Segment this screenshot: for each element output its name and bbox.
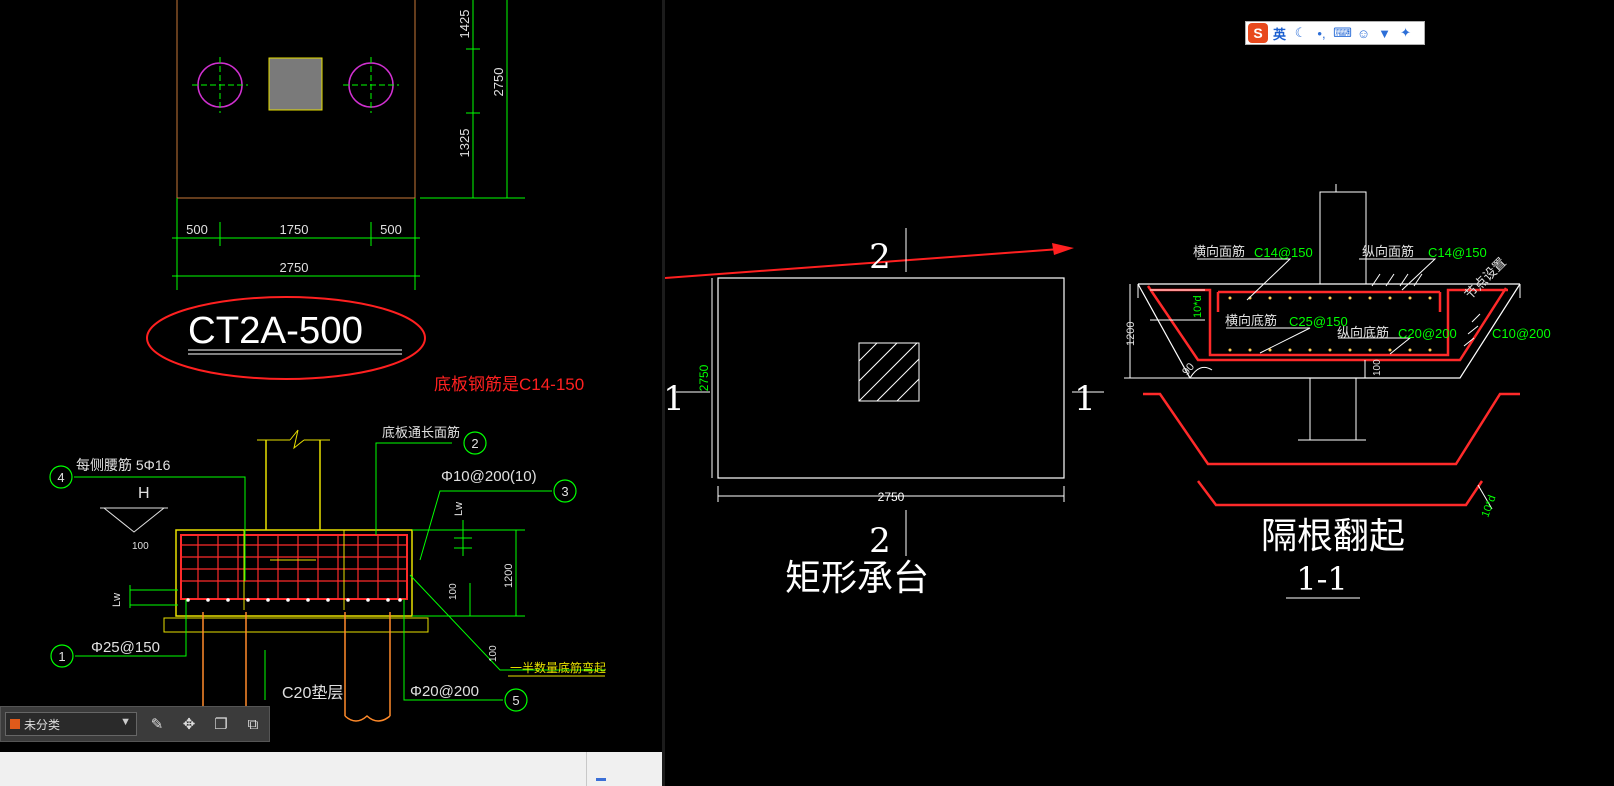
left-cad-canvas[interactable]: 1425 2750 1325 500 1750 500 2750 CT2A-50… (0, 0, 662, 786)
bot-trans-label: 横向底筋 (1225, 313, 1277, 328)
user-icon[interactable]: ☺ (1356, 25, 1371, 41)
section-id: 1-1 (1296, 560, 1348, 598)
dim-1325: 1325 (457, 129, 472, 158)
status-indicator (596, 778, 606, 781)
rebar-note: 底板钢筋是C14-150 (434, 375, 584, 394)
lw-top: Lw (453, 502, 465, 516)
punctuation-icon[interactable]: •, (1317, 25, 1326, 41)
layer-color-swatch (10, 719, 20, 729)
callout-circle-2 (463, 431, 487, 455)
dim-1750: 1750 (280, 222, 309, 237)
bot-long-value: C20@200 (1398, 326, 1457, 341)
dim-100-a: 100 (132, 541, 149, 552)
move-icon[interactable]: ✥ (182, 716, 196, 733)
callout-5-text: Φ20@200 (410, 683, 479, 700)
cut-mark-bottom: 2 (869, 521, 891, 561)
callout-2-number: 2 (471, 436, 478, 451)
lw-left: Lw (111, 593, 123, 607)
status-separator (586, 752, 587, 786)
highlight-ellipse (146, 296, 426, 380)
cut-lines (676, 228, 1104, 556)
callout-3-number: 3 (561, 484, 568, 499)
dim-100-c: 100 (488, 645, 499, 662)
callout-circle-4 (49, 465, 73, 489)
dim-2750-horizontal: 2750 (280, 260, 309, 275)
callout-circle-3 (553, 479, 577, 503)
half-bars-note: 一半数量底筋弯起 (510, 660, 606, 675)
edit-icon[interactable]: ✎ (150, 716, 164, 733)
column-plan (268, 57, 323, 111)
top-long-label: 纵向面筋 (1362, 244, 1414, 259)
right-drawing-viewport[interactable]: 2 2 1 1 2750 2750 矩形承台 (665, 0, 1614, 786)
callout-1-text: Φ25@150 (91, 639, 160, 656)
bot-long-label: 纵向底筋 (1337, 325, 1389, 340)
section-1-1-drawing (1124, 184, 1521, 510)
footing-label: CT2A-500 (188, 310, 363, 352)
keyboard-icon[interactable]: ⌨ (1333, 25, 1352, 40)
bot-trans-value: C25@150 (1289, 314, 1348, 329)
dim-100-b: 100 (448, 583, 459, 600)
pile-right (343, 57, 399, 113)
cut-mark-left: 1 (665, 379, 685, 419)
dim-2750-width: 2750 (878, 490, 905, 504)
moon-icon[interactable]: ☾ (1294, 25, 1307, 40)
arrow-shaft-right (665, 248, 1061, 279)
callout-5-number: 5 (512, 693, 519, 708)
angle-90: 90 (1180, 361, 1197, 378)
wrench-icon[interactable]: ✦ (1400, 25, 1411, 40)
left-drawing-viewport[interactable]: 1425 2750 1325 500 1750 500 2750 CT2A-50… (0, 0, 662, 786)
sogou-logo-icon[interactable]: S (1248, 23, 1268, 43)
callout-2-text: 底板通长面筋 (382, 425, 460, 440)
layer-name: 未分类 (24, 717, 61, 732)
cut-mark-top: 2 (869, 237, 891, 277)
dim-1425: 1425 (457, 10, 472, 39)
pile-left (192, 57, 248, 113)
dim-100-section: 100 (1372, 359, 1383, 376)
cut-mark-right: 1 (1074, 379, 1096, 419)
dim-500-left: 500 (186, 222, 208, 237)
dim-500-right: 500 (380, 222, 402, 237)
callout-3-text: Φ10@200(10) (441, 468, 537, 485)
dim-2750-vertical: 2750 (491, 68, 506, 97)
ime-language-toggle[interactable]: 英 (1273, 26, 1287, 42)
elevation-h: H (138, 485, 150, 502)
dim-1200-section: 1200 (1125, 322, 1137, 346)
section-caption: 隔根翻起 (1261, 516, 1405, 557)
top-trans-label: 横向面筋 (1193, 244, 1245, 259)
paste-icon[interactable]: ⧉ (247, 715, 259, 733)
pane-divider[interactable] (662, 0, 665, 786)
callout-circle-5 (504, 688, 528, 712)
arrow-head (1052, 243, 1074, 255)
top-long-value: C14@150 (1428, 245, 1487, 260)
dim-1200: 1200 (503, 564, 515, 588)
column-hatched (858, 342, 920, 402)
dim-10d-a: 10*d (1192, 295, 1204, 318)
callout-circle-1 (50, 644, 74, 668)
plan-dimensions (711, 278, 1065, 502)
cap-title: 矩形承台 (785, 558, 929, 599)
dim-10d-b: 10*d (1480, 494, 1499, 519)
copy-icon[interactable]: ❐ (214, 716, 228, 733)
callout-1-number: 1 (58, 649, 65, 664)
status-bar (0, 752, 662, 786)
callout-4-number: 4 (57, 470, 64, 485)
layer-toolbar: 未分类 ▼ ✎ ✥ ❐ ⧉ (0, 706, 270, 742)
callout-4-text: 每侧腰筋 5Φ16 (76, 457, 171, 473)
dim-2750-height: 2750 (697, 364, 711, 391)
vertical-dimensions (420, 0, 525, 199)
horizontal-dimensions (172, 198, 420, 290)
shirt-icon[interactable]: ▼ (1378, 25, 1391, 41)
layer-dropdown[interactable]: 未分类 ▼ (5, 712, 137, 736)
cap-plan-outline (717, 277, 1065, 479)
ime-toolbar: S 英 ☾ •, ⌨ ☺ ▼ ✦ (1245, 21, 1425, 45)
side-bar-value: C10@200 (1492, 326, 1551, 341)
pad-label: C20垫层 (282, 684, 343, 702)
right-cad-canvas[interactable]: 2 2 1 1 2750 2750 矩形承台 (665, 0, 1614, 786)
top-trans-value: C14@150 (1254, 245, 1313, 260)
chevron-down-icon: ▼ (120, 716, 131, 728)
